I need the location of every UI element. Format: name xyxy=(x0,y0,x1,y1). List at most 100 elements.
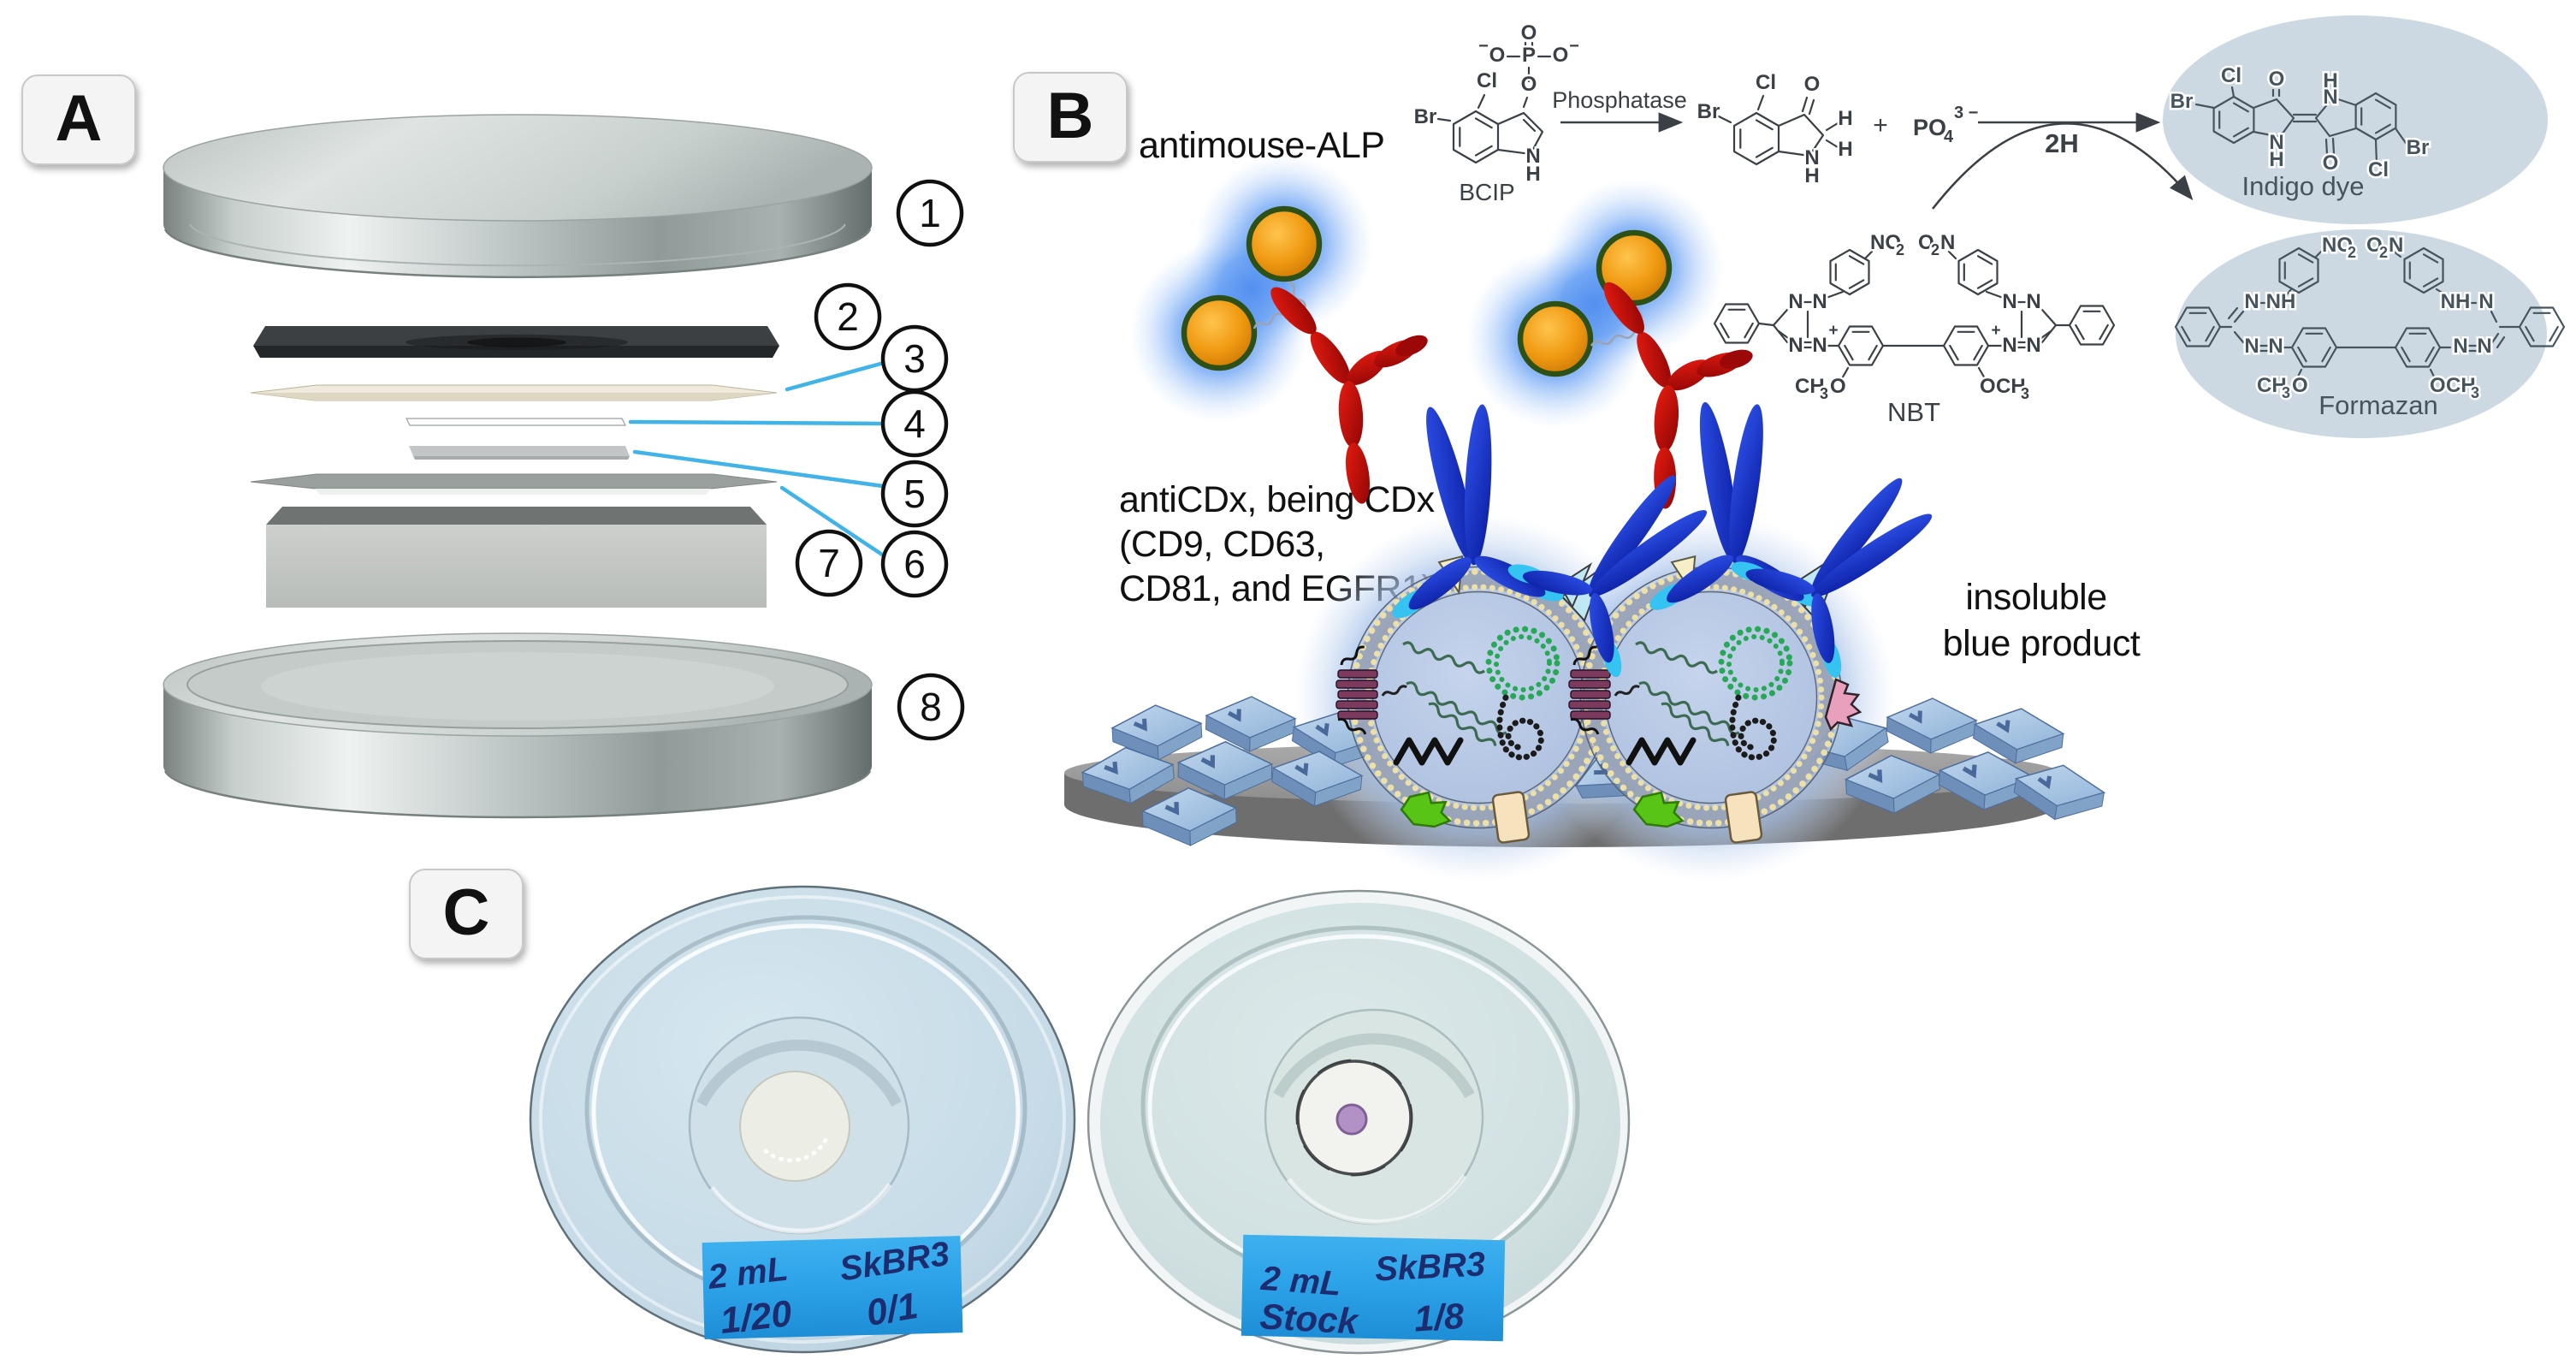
tape-text: 2 mL xyxy=(706,1250,791,1297)
atom-label: N xyxy=(1788,290,1803,313)
stained-dot xyxy=(1335,1103,1368,1136)
membrane-spot-left xyxy=(739,1071,850,1182)
tape-label-right: 2 mL SkBR3 Stock 1/8 xyxy=(1241,1234,1506,1342)
atom-label: H xyxy=(2269,148,2283,171)
panel-a-label: A xyxy=(56,82,103,155)
formazan-label: Formazan xyxy=(2318,390,2438,420)
atom-label: + xyxy=(1991,322,2000,340)
atom-label: N xyxy=(2244,290,2259,313)
anticdx-line2: (CD9, CD63, xyxy=(1119,524,1325,565)
atom-label: O xyxy=(2292,374,2308,397)
atom-label: N xyxy=(1940,231,1955,254)
phosphatase-arrow: Phosphatase xyxy=(1552,87,1687,133)
reaction-arrows: 2H xyxy=(1931,112,2194,210)
atom-label: 2 xyxy=(2348,244,2356,261)
phosphatase-label: Phosphatase xyxy=(1552,87,1687,113)
device-dark-plate xyxy=(253,326,779,358)
atom-label: N xyxy=(2244,335,2259,358)
atom-label: Cl xyxy=(1477,69,1497,92)
callout-1: 1 xyxy=(896,179,964,247)
device-bottom-housing xyxy=(163,632,873,819)
atom-label: H xyxy=(1804,164,1819,187)
po4-label: PO xyxy=(1913,115,1946,140)
nbt-label: NBT xyxy=(1887,397,1940,427)
plus-sign: + xyxy=(1873,111,1888,139)
atom-label: N xyxy=(1812,334,1827,357)
atom-label: CH xyxy=(1996,375,2026,398)
atom-label: N xyxy=(2269,131,2283,154)
atom-label: − xyxy=(1478,37,1489,56)
atom-label: N xyxy=(2026,290,2040,313)
atom-label: O xyxy=(1521,21,1537,45)
atom-label: O xyxy=(1489,44,1506,67)
device-layer-3 xyxy=(250,384,778,401)
atom-label: 2 xyxy=(1896,241,1904,258)
2h-label: 2H xyxy=(2045,128,2079,158)
device-block-7 xyxy=(266,507,767,608)
atom-label: 2 xyxy=(2379,244,2388,261)
po4-superscript: 3 − xyxy=(1954,104,1978,122)
callout-6: 6 xyxy=(880,530,949,598)
atom-label: N xyxy=(2002,334,2016,357)
callout-leader-lines xyxy=(628,360,887,559)
alp-antibody-left xyxy=(1264,281,1431,506)
atom-label: N xyxy=(2002,290,2016,313)
callout-number: 1 xyxy=(919,191,941,235)
panel-a-badge: A xyxy=(21,74,136,165)
atom-label: O xyxy=(2430,374,2446,397)
tape-text: SkBR3 xyxy=(1374,1245,1486,1288)
atom-label: H xyxy=(1838,107,1852,130)
atom-label: N xyxy=(2268,335,2283,358)
panel-c: C 2 mL SkBR3 1/20 0/1 xyxy=(409,869,1631,1355)
atom-label: 2 xyxy=(1931,241,1939,258)
atom-label: O xyxy=(2323,151,2339,175)
atom-label: O xyxy=(1980,375,1996,398)
atom-label: N xyxy=(1804,146,1819,169)
atom-label: Br xyxy=(2170,90,2194,113)
atom-label: NO xyxy=(1870,231,1901,254)
callout-number: 7 xyxy=(818,541,840,585)
atom-label: H xyxy=(2323,69,2337,92)
panel-c-label: C xyxy=(443,876,490,949)
atom-label: N xyxy=(2323,86,2337,109)
callout-number: 5 xyxy=(903,472,926,516)
atom-label: Cl xyxy=(2221,64,2241,87)
atom-label: O xyxy=(2366,234,2383,257)
atom-label: Cl xyxy=(2368,158,2389,181)
nanoparticle-cluster-left xyxy=(1129,154,1374,423)
insoluble-annotation: insoluble blue product xyxy=(1943,577,2141,664)
atom-label: CH xyxy=(1795,375,1825,398)
callout-number: 8 xyxy=(920,685,942,729)
panel-b-label: B xyxy=(1047,80,1094,152)
atom-label: − xyxy=(1569,37,1579,56)
insoluble-line1: insoluble xyxy=(1965,577,2106,618)
panel-a: 1 2 3 4 5 6 7 8 A xyxy=(21,74,965,819)
tape-text: 2 mL xyxy=(1259,1260,1342,1303)
atom-label: N xyxy=(1788,334,1803,357)
callout-2: 2 xyxy=(814,282,882,351)
atom-label: H xyxy=(1838,138,1852,161)
tape-text: 0/1 xyxy=(863,1285,921,1334)
nanoparticle-cluster-right xyxy=(1466,178,1724,429)
insoluble-line2: blue product xyxy=(1943,623,2141,664)
panel-b-badge: B xyxy=(1013,72,1128,163)
atom-label: N xyxy=(2477,335,2491,358)
atom-label: 3 xyxy=(2021,385,2029,402)
anticdx-annotation: antiCDx, being CDx (CD9, CD63, CD81, and… xyxy=(1119,479,1436,609)
device-layer-5 xyxy=(409,446,630,460)
atom-label: CH xyxy=(2446,374,2476,397)
device-layer-4 xyxy=(406,418,626,426)
atom-label: N xyxy=(2026,334,2040,357)
atom-label: O xyxy=(1521,73,1537,96)
callout-number: 4 xyxy=(903,401,926,446)
atom-label: N xyxy=(2453,335,2467,358)
atom-label: O xyxy=(2269,68,2285,91)
atom-label: 3 xyxy=(1820,385,1828,402)
